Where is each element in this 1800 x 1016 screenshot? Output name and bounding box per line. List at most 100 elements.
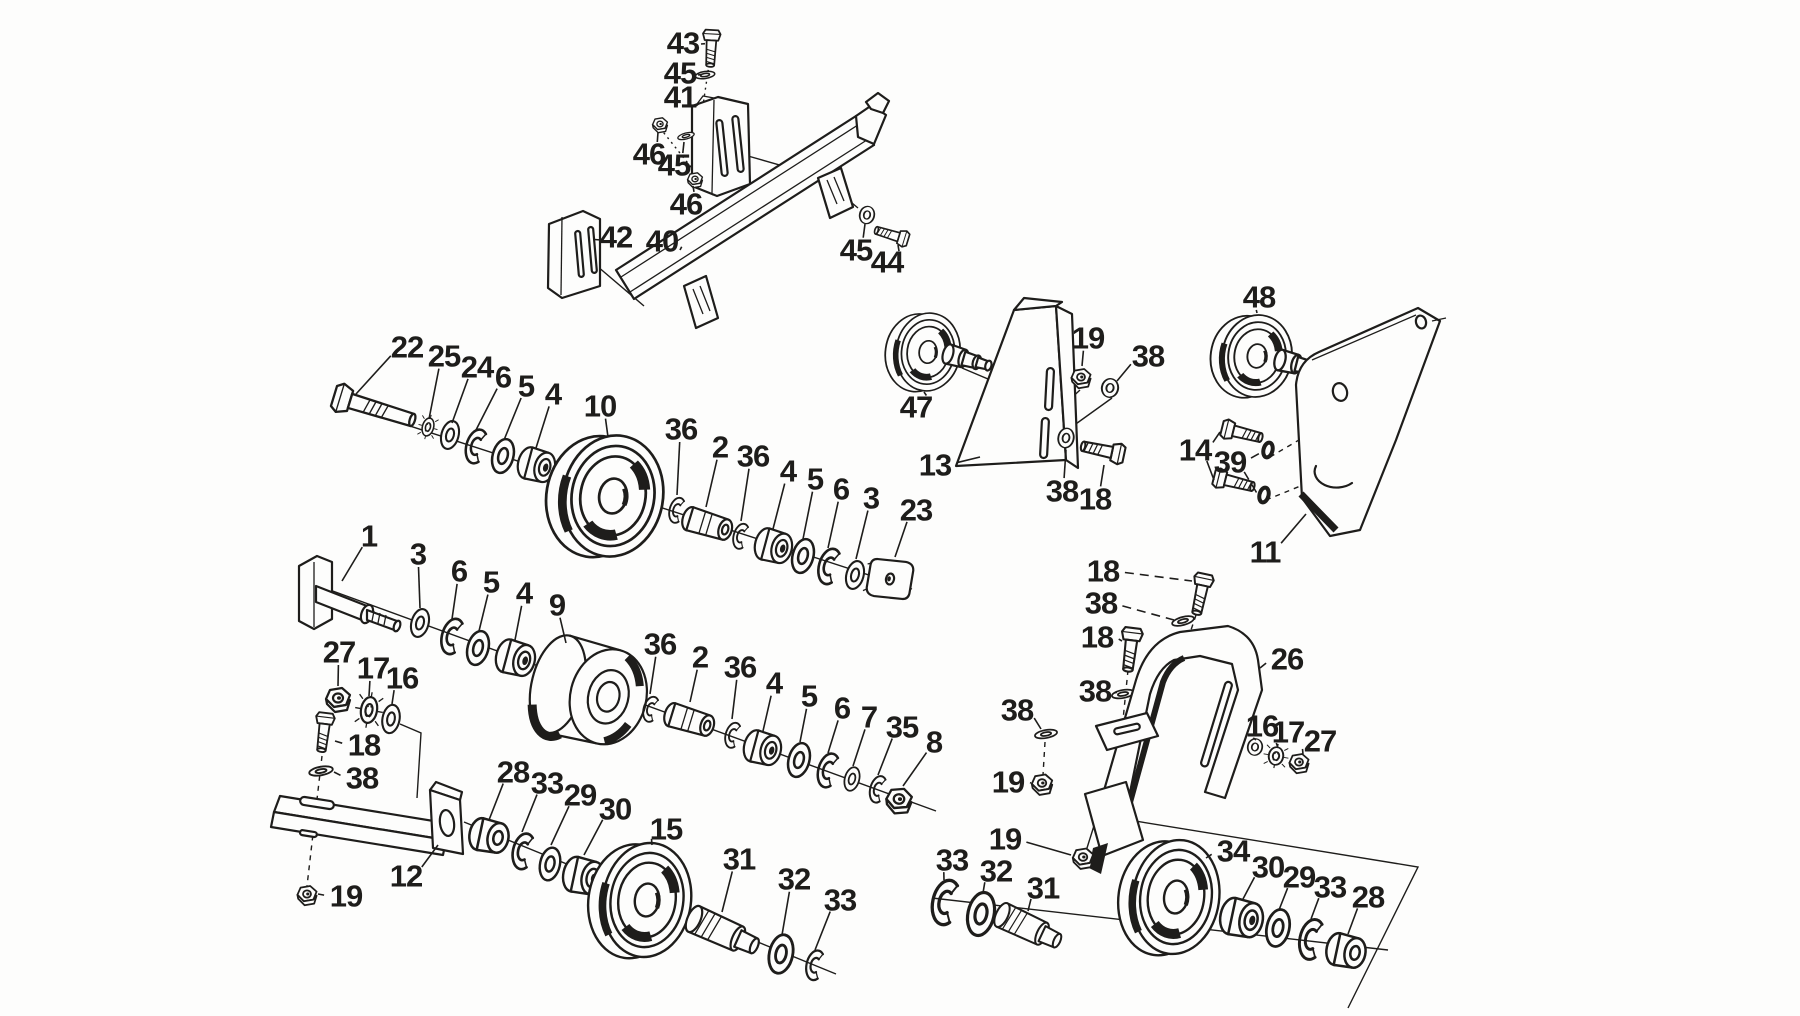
part-label-43: 43: [667, 26, 700, 61]
part-34-pulley: [1111, 832, 1227, 963]
leader-5c: [478, 594, 489, 632]
leader-26: [1259, 662, 1267, 669]
axis-bolt-18-left: [306, 755, 323, 887]
part-3-washer: [842, 557, 868, 593]
part-23-cap: [860, 553, 917, 605]
part-5-washer: [487, 435, 519, 477]
part-label-38f: 38: [1001, 693, 1034, 728]
leader-42: [594, 238, 602, 241]
leader-15: [650, 838, 653, 846]
part-2-spacer: [660, 700, 718, 741]
part-label-36b: 36: [737, 439, 770, 474]
part-label-5c: 5: [483, 565, 500, 600]
part-label-38d: 38: [1085, 586, 1118, 621]
part-label-6b: 6: [833, 472, 850, 507]
part-label-1: 1: [361, 519, 378, 554]
leader-41: [695, 102, 700, 107]
leader-44: [897, 244, 900, 252]
part-label-9: 9: [549, 588, 566, 623]
leader-34: [1205, 853, 1213, 859]
bracket-13-assembly: [880, 296, 1128, 470]
leader-18a: [334, 740, 343, 744]
leader-2a: [705, 459, 718, 508]
part-label-32a: 32: [778, 862, 810, 897]
part-33-ring: [926, 876, 960, 928]
part-9-roller: [527, 634, 649, 746]
part-label-34: 34: [1217, 834, 1251, 869]
part-label-38c: 38: [1046, 474, 1079, 509]
part-45-washer: [694, 69, 716, 81]
part-label-25: 25: [428, 339, 461, 374]
part-label-29b: 29: [1283, 860, 1316, 895]
part-45-washer: [857, 203, 877, 227]
part-label-16a: 16: [386, 661, 419, 696]
part-label-47: 47: [900, 390, 932, 425]
leader-14: [1206, 460, 1215, 481]
leader-14: [1212, 431, 1221, 443]
part-label-4b: 4: [780, 454, 798, 489]
part-14-bolt: [1218, 417, 1266, 449]
part-label-18a: 18: [348, 728, 381, 763]
leader-6d: [827, 720, 839, 754]
leader-45b: [682, 141, 685, 154]
roller-row-2: [297, 554, 914, 816]
leader-16b: [1252, 737, 1257, 741]
part-label-5d: 5: [801, 679, 818, 714]
leader-32b: [982, 882, 986, 894]
leader-38b: [1116, 363, 1132, 382]
part-19-nut: [1071, 847, 1095, 870]
leader-24: [451, 378, 469, 424]
part-label-19c: 19: [992, 765, 1025, 800]
part-22-bolt: [328, 380, 421, 436]
group-pointer-right: [1091, 813, 1420, 1009]
part-label-6c: 6: [451, 554, 468, 589]
part-43-bolt: [700, 28, 722, 69]
leader-5b: [802, 491, 814, 540]
leader-38d: [1122, 605, 1175, 621]
part-label-30a: 30: [599, 792, 631, 827]
leader-1: [341, 546, 363, 582]
part-label-12: 12: [390, 859, 422, 894]
part-label-5b: 5: [807, 462, 824, 497]
leader-46b: [692, 185, 695, 193]
leader-33a: [521, 794, 538, 833]
leader-6c: [451, 583, 458, 620]
leader-38e: [1113, 691, 1118, 694]
part-4-bearing: [750, 524, 797, 568]
part-label-28b: 28: [1352, 880, 1385, 915]
leader-3a: [855, 510, 869, 560]
leader-5a: [503, 397, 522, 441]
leader-11: [1280, 513, 1307, 544]
leader-18b: [1099, 464, 1105, 487]
part-label-28a: 28: [497, 755, 530, 790]
part-label-10: 10: [584, 389, 616, 424]
part-label-46a: 46: [633, 137, 666, 172]
part-label-48: 48: [1243, 280, 1276, 315]
part-13-bracket: [954, 296, 1080, 470]
part-label-14: 14: [1179, 433, 1213, 468]
leader-19a: [317, 893, 325, 896]
part-3-washer: [407, 605, 433, 641]
part-40-rail: [614, 91, 891, 330]
link-bracket42-rail: [596, 265, 645, 307]
part-label-2a: 2: [712, 430, 728, 465]
leader-36b: [740, 468, 750, 522]
part-label-36d: 36: [724, 650, 757, 685]
leader-5d: [799, 708, 808, 743]
part-label-36a: 36: [665, 412, 698, 447]
part-29-washer: [535, 844, 565, 884]
part-label-44: 44: [871, 245, 905, 280]
plate-11-assembly: [1205, 308, 1447, 538]
part-4-bearing: [739, 726, 786, 770]
part-1-shaft: [297, 554, 402, 633]
part-24-washer: [437, 417, 463, 453]
part-label-31b: 31: [1027, 871, 1060, 906]
left-bracket-assembly: [269, 686, 465, 907]
part-label-26: 26: [1271, 642, 1304, 677]
part-label-33b: 33: [824, 883, 857, 918]
part-2-spacer: [678, 504, 736, 545]
leader-4b: [772, 483, 786, 530]
top-rail-assembly: [546, 28, 912, 330]
